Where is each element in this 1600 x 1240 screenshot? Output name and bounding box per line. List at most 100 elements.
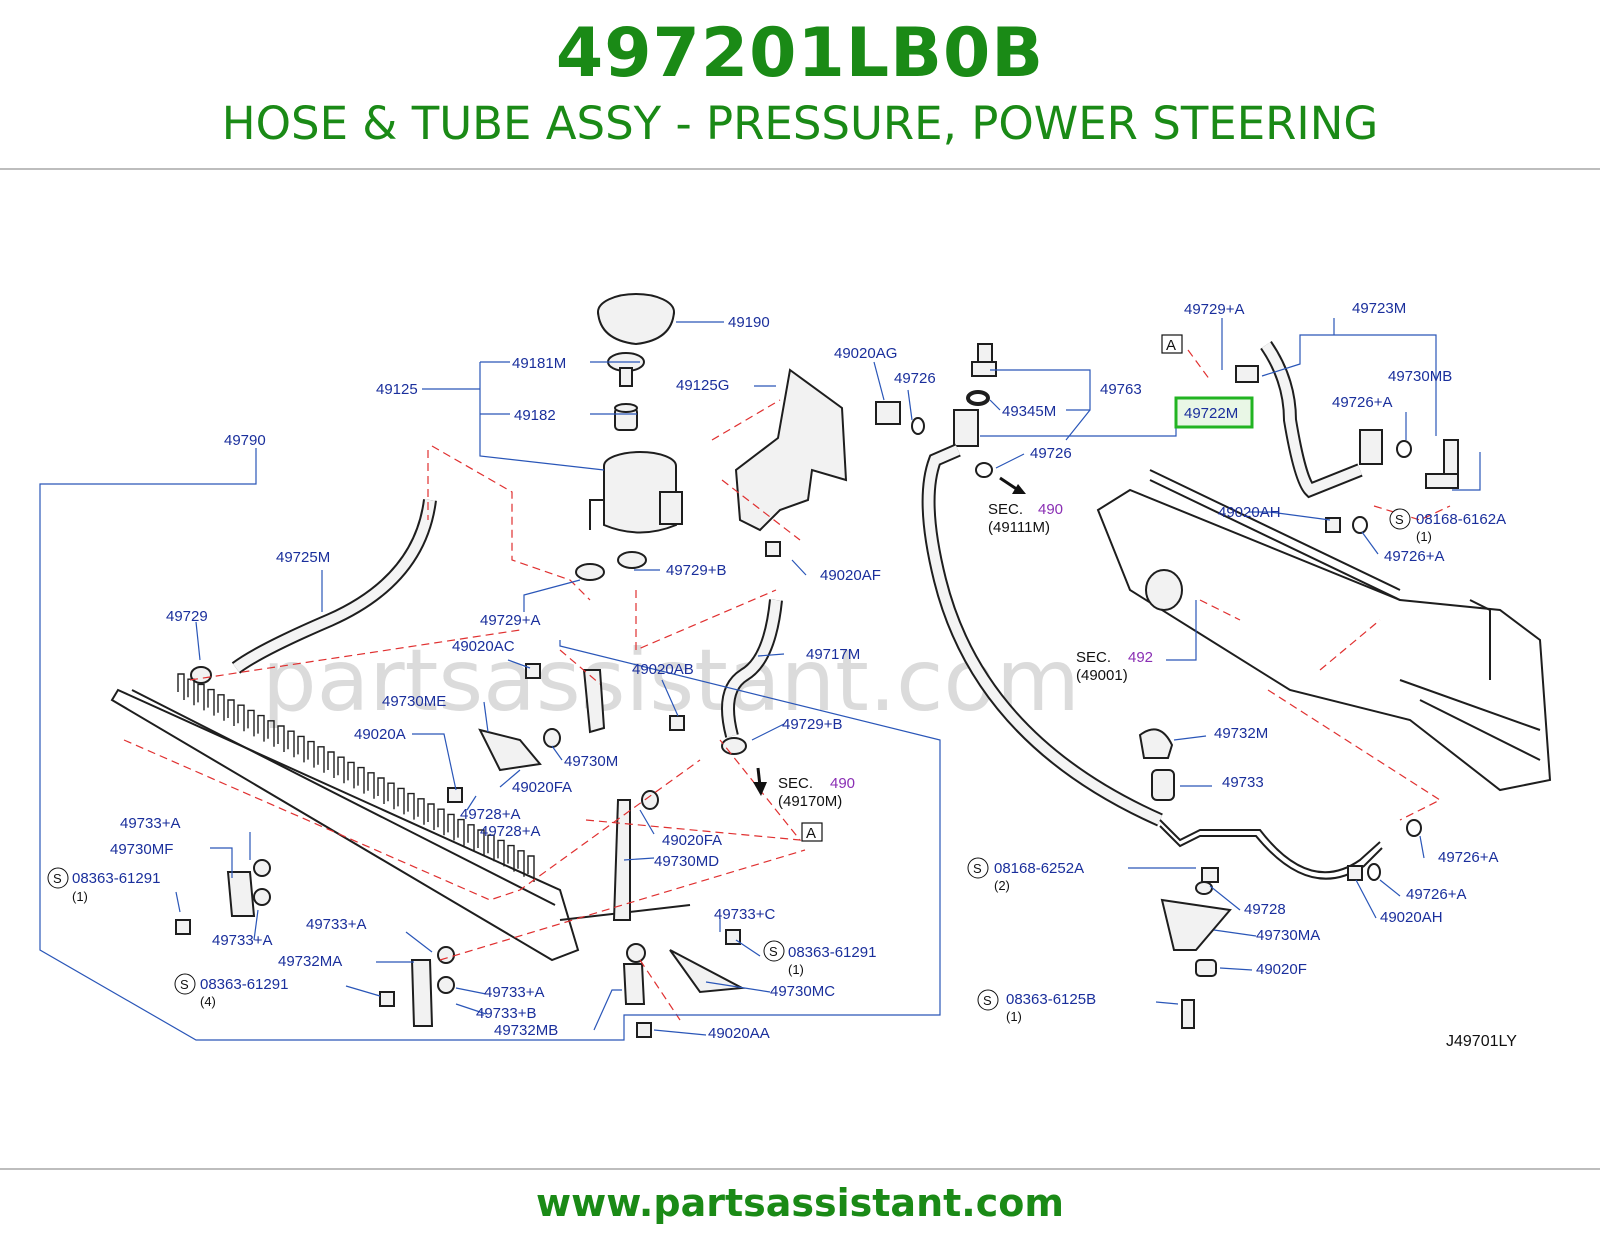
section-ref: (49001) [1076, 667, 1128, 684]
cooler-fin [497, 839, 505, 867]
cooler-fin [307, 740, 315, 768]
callout-49726-a-3[interactable]: 49726+A [1438, 849, 1498, 866]
callout-49726-a-4[interactable]: 49726+A [1406, 886, 1466, 903]
callout-49729-a-2[interactable]: 49729+A [1184, 301, 1244, 318]
callout-49733-a-4[interactable]: 49733+A [484, 984, 544, 1001]
callout-49182[interactable]: 49182 [514, 407, 556, 424]
callout-49733-a[interactable]: 49733+A [120, 815, 180, 832]
cooler-fin [237, 704, 245, 732]
callout-49020aa[interactable]: 49020AA [708, 1025, 770, 1042]
s-symbol-label: S [1395, 512, 1404, 527]
section-number[interactable]: 490 [1038, 501, 1063, 518]
callout-49020fa[interactable]: 49020FA [512, 779, 572, 796]
callout-49730mf[interactable]: 49730MF [110, 841, 173, 858]
callout-49726-a[interactable]: 49726+A [1332, 394, 1392, 411]
cooler-fin [327, 751, 335, 778]
callout-08363-61291[interactable]: 08363-61291 [72, 870, 160, 887]
callout-49728-a[interactable]: 49728+A [460, 806, 520, 823]
callout-49730me[interactable]: 49730ME [382, 693, 446, 710]
cooler-fin [417, 798, 425, 825]
s-symbol [47, 508, 1411, 1011]
cooler-fin [217, 694, 225, 721]
callout-49763[interactable]: 49763 [1100, 381, 1142, 398]
callout-49020a[interactable]: 49020A [354, 726, 406, 743]
s-symbol-label: S [53, 871, 62, 886]
qty-label: (1) [788, 962, 804, 977]
cooler-fin [257, 714, 265, 742]
s-symbol-label: S [180, 977, 189, 992]
reservoir-cap-part [597, 293, 675, 346]
callout-49730mb[interactable]: 49730MB [1388, 368, 1452, 385]
callout-49729[interactable]: 49729 [166, 608, 208, 625]
callout-49732mb[interactable]: 49732MB [494, 1022, 558, 1039]
union-fitting-part [953, 409, 979, 447]
cooler-fin [367, 772, 375, 799]
callout-49730ma[interactable]: 49730MA [1256, 927, 1320, 944]
callout-49020ab[interactable]: 49020AB [632, 661, 694, 678]
callout-49730mc[interactable]: 49730MC [770, 983, 835, 1000]
cooler-fin [227, 699, 235, 726]
callout-49717m[interactable]: 49717M [806, 646, 860, 663]
section-ref: (49111M) [988, 519, 1050, 536]
callout-49728-a-2[interactable]: 49728+A [480, 823, 540, 840]
stabilizer-bracket-part [1138, 728, 1174, 759]
cooler-fin [387, 782, 395, 810]
callout-49125g[interactable]: 49125G [676, 377, 729, 394]
callout-49020ah-2[interactable]: 49020AH [1380, 909, 1443, 926]
banjo-bolt-part [875, 401, 901, 425]
cooler-bracket-part [582, 669, 606, 734]
watermark-text: partsassistant.com [262, 631, 1080, 731]
callout-49729-b-2[interactable]: 49729+B [782, 716, 842, 733]
cooler-fin [527, 855, 535, 882]
callout-49729-a[interactable]: 49729+A [480, 612, 540, 629]
callout-49732ma[interactable]: 49732MA [278, 953, 342, 970]
qty-label: (1) [1416, 529, 1432, 544]
cooler-fin [487, 834, 495, 862]
callout-08168-6162a[interactable]: 08168-6162A [1416, 511, 1506, 528]
ref-a-box: A [1166, 337, 1176, 354]
cooler-fin [177, 673, 185, 700]
callout-49726-a-2[interactable]: 49726+A [1384, 548, 1444, 565]
callout-08363-61291-3[interactable]: 08363-61291 [200, 976, 288, 993]
steering-gear-part [1096, 469, 1552, 792]
callout-08168-6252a[interactable]: 08168-6252A [994, 860, 1084, 877]
callout-08363-6125b[interactable]: 08363-6125B [1006, 991, 1096, 1008]
callout-49020fa-2[interactable]: 49020FA [662, 832, 722, 849]
s-symbol-label: S [769, 944, 778, 959]
callout-49722m[interactable]: 49722M [1184, 405, 1238, 422]
callout-49733-a-3[interactable]: 49733+A [306, 916, 366, 933]
callout-49726[interactable]: 49726 [894, 370, 936, 387]
callout-49733-c[interactable]: 49733+C [714, 906, 775, 923]
callout-49020ah[interactable]: 49020AH [1218, 504, 1281, 521]
footer-website-link[interactable]: www.partsassistant.com [536, 1181, 1064, 1225]
callout-49125[interactable]: 49125 [376, 381, 418, 398]
callout-49730md[interactable]: 49730MD [654, 853, 719, 870]
callout-49725m[interactable]: 49725M [276, 549, 330, 566]
callout-49190[interactable]: 49190 [728, 314, 770, 331]
callout-49020ag[interactable]: 49020AG [834, 345, 897, 362]
callout-49733-a-2[interactable]: 49733+A [212, 932, 272, 949]
callout-08363-61291-2[interactable]: 08363-61291 [788, 944, 876, 961]
callout-49729-b[interactable]: 49729+B [666, 562, 726, 579]
callout-49020af[interactable]: 49020AF [820, 567, 881, 584]
callout-49733-b[interactable]: 49733+B [476, 1005, 536, 1022]
section-number[interactable]: 492 [1128, 649, 1153, 666]
callout-49728[interactable]: 49728 [1244, 901, 1286, 918]
cooler-fin [447, 813, 455, 841]
section-number[interactable]: 490 [830, 775, 855, 792]
cooler-fin [297, 735, 305, 763]
callout-49726-2[interactable]: 49726 [1030, 445, 1072, 462]
cooler-fin [317, 746, 325, 773]
section-ref: (49170M) [778, 793, 842, 810]
qty-label: (1) [1006, 1009, 1022, 1024]
callout-49345m[interactable]: 49345M [1002, 403, 1056, 420]
cooler-fin [467, 824, 475, 851]
callout-49020f[interactable]: 49020F [1256, 961, 1307, 978]
callout-49730m[interactable]: 49730M [564, 753, 618, 770]
callout-49732m[interactable]: 49732M [1214, 725, 1268, 742]
callout-49723m[interactable]: 49723M [1352, 300, 1406, 317]
callout-49020ac[interactable]: 49020AC [452, 638, 515, 655]
callout-49733[interactable]: 49733 [1222, 774, 1264, 791]
callout-49181m[interactable]: 49181M [512, 355, 566, 372]
callout-49790[interactable]: 49790 [224, 432, 266, 449]
